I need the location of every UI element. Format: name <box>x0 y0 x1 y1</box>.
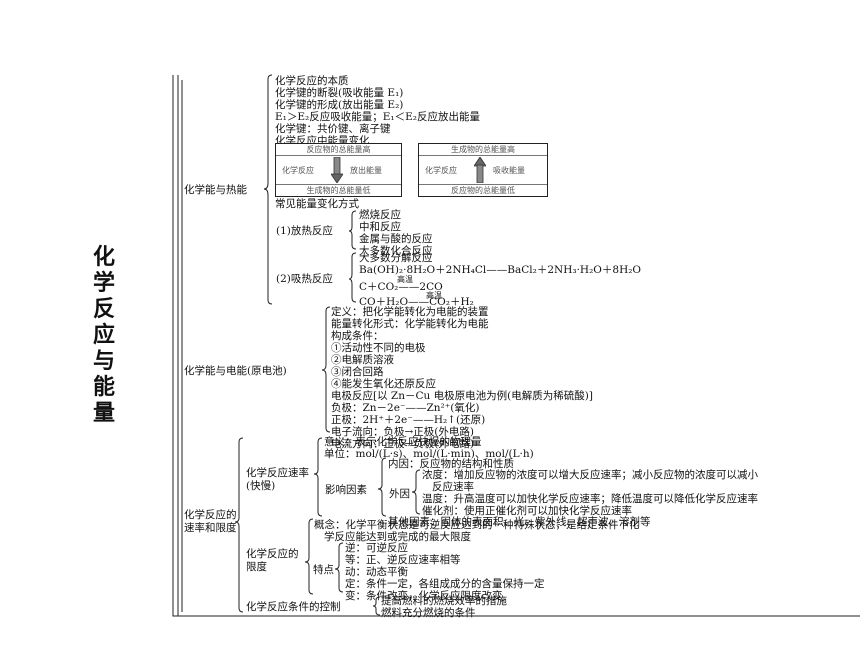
exo-item: 燃烧反应 <box>359 209 401 221</box>
speed-line: 单位：mol/(L·s)、mol/(L·min)、mol/(L·h) <box>324 448 534 460</box>
endo-item: Ba(OH)₂·8H₂O＋2NH₄Cl——BaCl₂＋2NH₃·H₂O＋8H₂O <box>359 264 642 276</box>
concept-line: 学反应能达到或完成的最大限度 <box>324 531 471 543</box>
electric-line: ②电解质溶液 <box>331 354 394 366</box>
thermal-line: 化学键的断裂(吸收能量 E₁) <box>275 87 404 99</box>
title-char: 量 <box>92 401 115 426</box>
condition-label: 高温 <box>397 275 413 284</box>
external-line: 温度：升高温度可以加快化学反应速率；降低温度可以降低化学反应速率 <box>422 493 758 505</box>
electric-line: 电子流向：负极→正极(外电路) <box>331 426 474 438</box>
electric-line: ①活动性不同的电极 <box>331 342 426 354</box>
speed-label: 化学反应速率(快慢) <box>246 467 309 492</box>
diagram-top-label: 反应物的总能量高 <box>276 144 401 156</box>
control-label: 化学反应条件的控制 <box>246 601 341 613</box>
title-char: 能 <box>92 375 115 400</box>
feature-item: 等：正、逆反应速率相等 <box>345 554 461 566</box>
electric-line: 定义：把化学能转化为电能的装置 <box>331 306 489 318</box>
thermal-line: 化学键：共价键、离子键 <box>275 123 391 135</box>
external-line: 催化剂：使用正催化剂可以加快化学反应速率 <box>422 505 632 517</box>
electric-line: 构成条件： <box>331 330 384 342</box>
electric-line: 能量转化形式：化学能转化为电能 <box>331 318 489 330</box>
arrow-up-icon <box>474 157 486 183</box>
thermal-line: E₁＞E₂反应吸收能量；E₁＜E₂反应放出能量 <box>275 111 480 123</box>
electric-line: 电流方向：正极→负极(外电路) <box>331 438 474 450</box>
exo-item: 大多数化合反应 <box>359 245 433 257</box>
control-item: 燃料充分燃烧的条件 <box>381 607 476 619</box>
external-line: 反应速率 <box>432 481 474 493</box>
title-char: 与 <box>92 349 115 374</box>
diagram-left-label: 化学反应 <box>282 166 314 175</box>
internal-factor: 内因：反应物的结构和性质 <box>388 458 514 470</box>
branch-electric: 化学能与电能(原电池) <box>184 365 287 377</box>
endo-item: C＋CO₂——2CO <box>359 281 443 293</box>
title-char: 学 <box>92 271 115 296</box>
limit-label: 化学反应的限度 <box>246 548 299 573</box>
endo-item: CO＋H₂O——CO₂＋H₂ <box>359 296 474 308</box>
condition-label: 高温 <box>426 291 442 300</box>
title-char: 应 <box>92 323 115 348</box>
diagram-right-label: 放出能量 <box>350 166 382 175</box>
diagram-left-label: 化学反应 <box>425 166 457 175</box>
title-char: 化 <box>92 245 115 270</box>
endo-item: 大多数分解反应 <box>359 252 433 264</box>
endo-label: (2)吸热反应 <box>276 273 333 285</box>
title-char: 反 <box>92 297 115 322</box>
electric-line: ④能发生氧化还原反应 <box>331 378 436 390</box>
exo-item: 中和反应 <box>359 221 401 233</box>
speed-line: 意义：表示化学反应快慢的物理量 <box>324 436 482 448</box>
electric-line: 负极：Zn－2e⁻——Zn²⁺(氧化) <box>331 402 480 414</box>
features-label: 特点 <box>313 564 334 576</box>
feature-item: 定：条件一定，各组成成分的含量保持一定 <box>345 578 545 590</box>
control-item: 提高燃料的燃烧效率的措施 <box>381 595 507 607</box>
external-line: 其他因素：固体的表面积、光、紫外线、超声波、溶剂等 <box>388 516 651 528</box>
branch-rate: 化学反应的速率和限度 <box>184 509 237 534</box>
feature-item: 变：条件改变，化学反应限度改变 <box>345 590 503 602</box>
diagram-top-label: 生成物的总能量高 <box>419 144 547 156</box>
external-line: 浓度：增加反应物的浓度可以增大反应速率；减小反应物的浓度可以减小 <box>422 469 758 481</box>
thermal-common: 常见能量变化方式 <box>275 198 359 210</box>
exo-label: (1)放热反应 <box>276 225 333 237</box>
exo-item: 金属与酸的反应 <box>359 233 433 245</box>
diagram-right-label: 吸收能量 <box>493 166 525 175</box>
energy-diagram-exo: 反应物的总能量高 化学反应 放出能量 生成物的总能量低 <box>275 143 402 197</box>
electric-line: ③闭合回路 <box>331 366 384 378</box>
thermal-line: 化学反应的本质 <box>275 75 349 87</box>
feature-item: 逆：可逆反应 <box>345 542 408 554</box>
electric-line: 正极：2H⁺＋2e⁻——H₂↑(还原) <box>331 414 486 426</box>
feature-item: 动：动态平衡 <box>345 566 408 578</box>
thermal-line: 化学键的形成(放出能量 E₂) <box>275 99 404 111</box>
concept-line: 概念：化学平衡状态是可逆反应达到的一种特殊状态，是给定条件下化 <box>314 519 640 531</box>
branch-thermal: 化学能与热能 <box>184 184 247 196</box>
energy-diagram-endo: 生成物的总能量高 化学反应 吸收能量 反应物的总能量低 <box>418 143 548 197</box>
factors-label: 影响因素 <box>325 484 367 496</box>
external-label: 外因 <box>389 488 410 500</box>
diagram-bottom-label: 反应物的总能量低 <box>419 184 547 196</box>
diagram-bottom-label: 生成物的总能量低 <box>276 184 401 196</box>
page-title: 化 学 反 应 与 能 量 <box>92 245 116 427</box>
electric-line: 电极反应[以 Zn－Cu 电极原电池为例(电解质为稀硫酸)] <box>331 390 593 402</box>
arrow-down-icon <box>331 157 343 183</box>
